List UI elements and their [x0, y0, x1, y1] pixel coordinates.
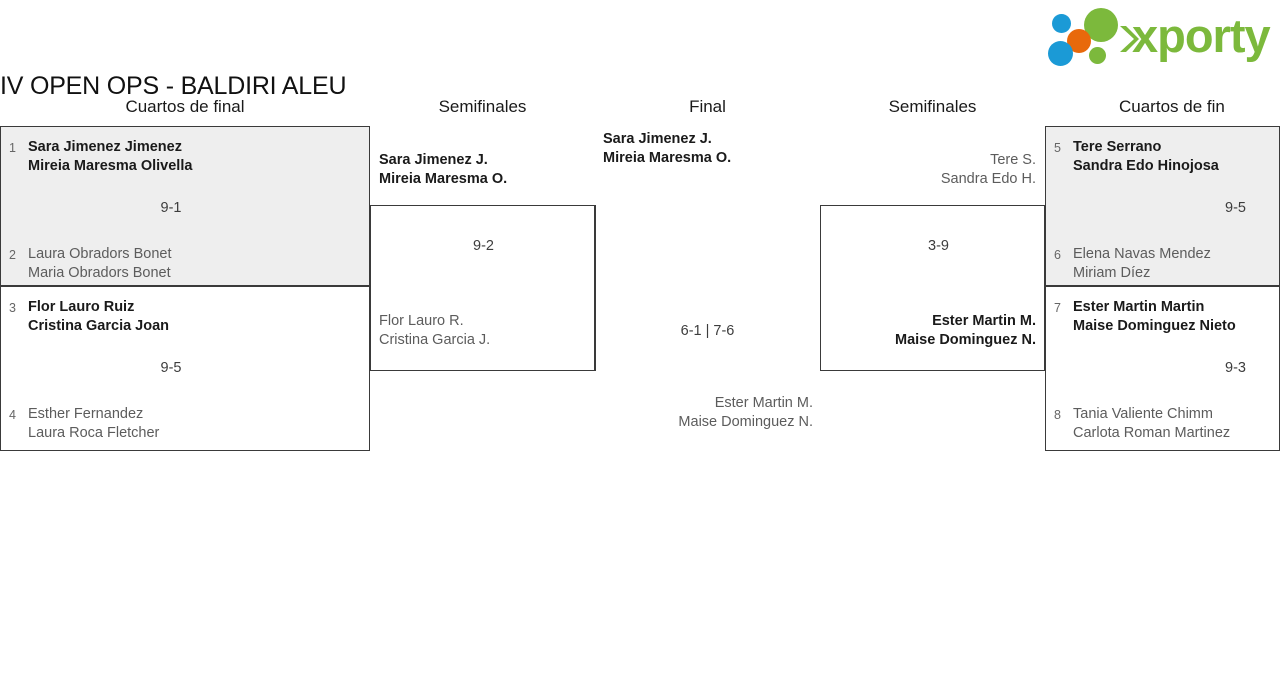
seed-number: 7 [1054, 301, 1061, 315]
seed-number: 4 [9, 408, 16, 422]
player-name: Sara Jimenez Jimenez [28, 139, 182, 155]
player-name: Mireia Maresma Olivella [28, 158, 193, 174]
player-name: Laura Obradors Bonet [28, 246, 172, 262]
match-final[interactable]: Sara Jimenez J. Mireia Maresma O. 6-1 | … [595, 131, 820, 430]
player-name: Cristina Garcia Joan [28, 318, 170, 334]
round-header-semifinals-right: Semifinales [888, 97, 977, 116]
player-name: Elena Navas Mendez [1073, 246, 1211, 262]
team-bottom: Tania Valiente Chimm Carlota Roman Marti… [1073, 405, 1230, 443]
player-name: Flor Lauro R. [379, 313, 464, 329]
logo-chevron-icon [1120, 26, 1139, 52]
team-bottom: Flor Lauro R. Cristina Garcia J. [379, 312, 490, 350]
match-score: 9-1 [160, 200, 182, 216]
logo-dot-blue-large [1048, 41, 1073, 66]
player-name: Miriam Díez [1073, 265, 1151, 281]
match-score: 6-1 | 7-6 [680, 323, 735, 339]
team-top: Sara Jimenez Jimenez Mireia Maresma Oliv… [28, 138, 192, 176]
player-name: Sandra Edo Hinojosa [1073, 158, 1219, 174]
match-quarterfinal-2[interactable]: 3 Flor Lauro Ruiz Cristina Garcia Joan 9… [0, 286, 370, 451]
round-header-quarterfinals-left: Cuartos de final [125, 97, 245, 116]
match-quarterfinal-1[interactable]: 1 Sara Jimenez Jimenez Mireia Maresma Ol… [0, 126, 370, 286]
team-bottom: Ester Martin M. Maise Dominguez N. [895, 312, 1036, 350]
match-score: 3-9 [928, 238, 949, 254]
player-name: Maise Dominguez N. [678, 414, 813, 430]
match-semifinal-left[interactable]: Sara Jimenez J. Mireia Maresma O. 9-2 Fl… [370, 152, 595, 371]
seed-number: 2 [9, 248, 16, 262]
player-name: Ester Martin M. [714, 395, 813, 411]
team-top: Tere S. Sandra Edo H. [941, 151, 1036, 189]
player-name: Sara Jimenez J. [379, 152, 488, 168]
round-header-final: Final [689, 97, 726, 116]
team-champion: Sara Jimenez J. Mireia Maresma O. [603, 130, 828, 168]
team-top: Sara Jimenez J. Mireia Maresma O. [379, 151, 507, 189]
match-quarterfinal-3[interactable]: 5 Tere Serrano Sandra Edo Hinojosa 9-5 6… [1045, 126, 1280, 286]
team-bottom: Esther Fernandez Laura Roca Fletcher [28, 405, 159, 443]
player-name: Tania Valiente Chimm [1073, 406, 1213, 422]
match-score: 9-5 [1225, 200, 1246, 216]
team-bottom: Laura Obradors Bonet Maria Obradors Bone… [28, 245, 171, 283]
team-top: Tere Serrano Sandra Edo Hinojosa [1073, 138, 1219, 176]
round-header-semifinals-left: Semifinales [438, 97, 527, 116]
match-semifinal-right[interactable]: Tere S. Sandra Edo H. 3-9 Ester Martin M… [820, 152, 1045, 371]
player-name: Maise Dominguez N. [895, 332, 1036, 348]
logo-dot-blue-small [1052, 14, 1071, 33]
final-connector-rule [595, 205, 596, 371]
player-name: Mireia Maresma O. [603, 150, 732, 166]
player-name: Sara Jimenez J. [603, 131, 712, 147]
player-name: Flor Lauro Ruiz [28, 299, 135, 315]
player-name: Mireia Maresma O. [379, 171, 508, 187]
player-name: Carlota Roman Martinez [1073, 425, 1231, 441]
seed-number: 1 [9, 141, 16, 155]
player-name: Cristina Garcia J. [379, 332, 491, 348]
team-runner-up: Ester Martin M. Maise Dominguez N. [595, 394, 813, 432]
team-top: Flor Lauro Ruiz Cristina Garcia Joan [28, 298, 169, 336]
match-score: 9-5 [160, 360, 182, 376]
player-name: Maise Dominguez Nieto [1073, 318, 1236, 334]
team-bottom: Elena Navas Mendez Miriam Díez [1073, 245, 1211, 283]
player-name: Sandra Edo H. [940, 171, 1036, 187]
seed-number: 5 [1054, 141, 1061, 155]
match-score: 9-2 [473, 238, 494, 254]
logo-wordmark: xporty [1132, 9, 1271, 62]
match-quarterfinal-4[interactable]: 7 Ester Martin Martin Maise Dominguez Ni… [1045, 286, 1280, 451]
title-line-1: IV OPEN OPS - BALDIRI ALEU [0, 72, 347, 100]
logo-dots-icon [1048, 8, 1126, 66]
seed-number: 8 [1054, 408, 1061, 422]
xporty-logo[interactable]: xporty [1048, 6, 1276, 66]
logo-dot-green-small [1089, 47, 1106, 64]
player-name: Tere Serrano [1073, 139, 1162, 155]
player-name: Laura Roca Fletcher [28, 425, 160, 441]
player-name: Esther Fernandez [28, 406, 144, 422]
player-name: Ester Martin Martin [1073, 299, 1205, 315]
seed-number: 6 [1054, 248, 1061, 262]
match-score: 9-3 [1225, 360, 1246, 376]
player-name: Tere S. [990, 152, 1036, 168]
round-header-quarterfinals-right: Cuartos de fin [1119, 97, 1225, 116]
seed-number: 3 [9, 301, 16, 315]
team-top: Ester Martin Martin Maise Dominguez Niet… [1073, 298, 1236, 336]
player-name: Ester Martin M. [932, 313, 1036, 329]
player-name: Maria Obradors Bonet [28, 265, 171, 281]
